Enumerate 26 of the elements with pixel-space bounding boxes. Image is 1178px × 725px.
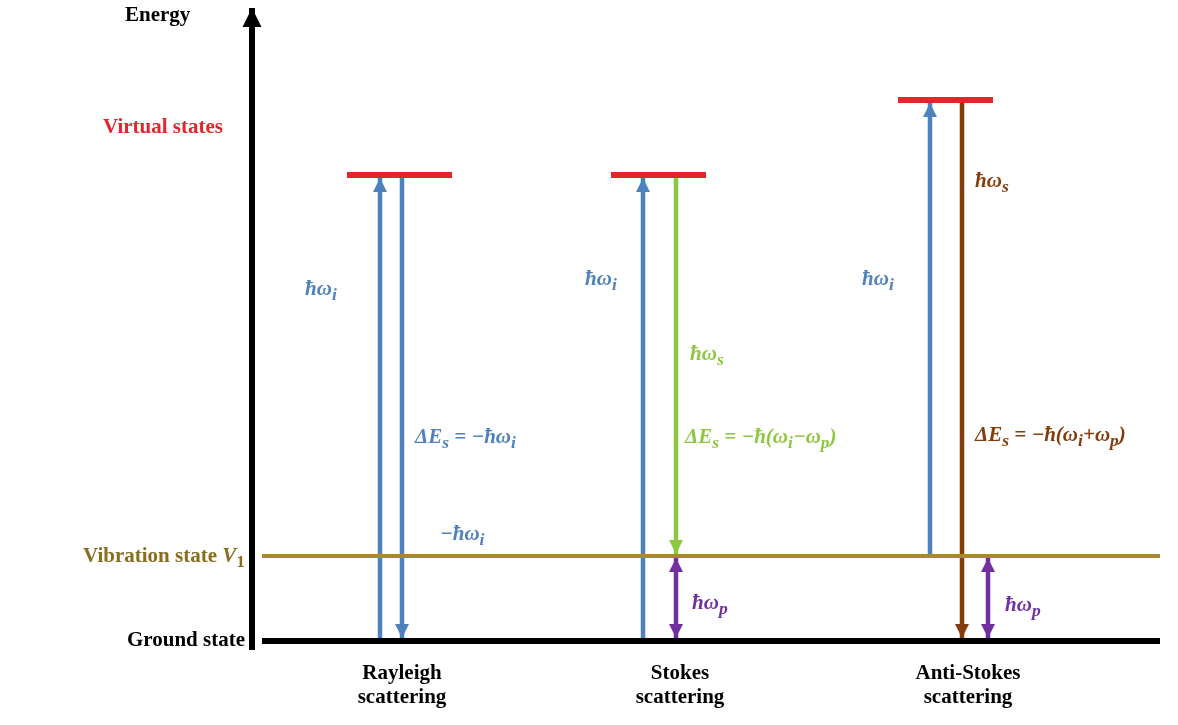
arrow bbox=[372, 178, 388, 638]
arrow bbox=[668, 178, 684, 554]
arrow bbox=[635, 178, 651, 638]
caption-text: Rayleigh scattering bbox=[356, 660, 448, 709]
edge-label: ħω$_{i}$ bbox=[305, 276, 337, 305]
caption-text: Anti-Stokes scattering bbox=[914, 660, 1022, 709]
edge-label: ħω$_{i}$ bbox=[585, 266, 617, 295]
arrow bbox=[980, 558, 996, 638]
arrow bbox=[922, 103, 938, 554]
caption-text: Stokes scattering bbox=[634, 660, 726, 709]
formula-label: ΔE$_{s}$ = −ħ(ω$_{i}$+ω$_{p}$) bbox=[975, 422, 1126, 451]
edge-label: ħω$_{s}$ bbox=[975, 168, 1009, 197]
arrow bbox=[394, 178, 410, 638]
arrow bbox=[668, 558, 684, 638]
arrow bbox=[954, 103, 970, 638]
formula-label: ΔE$_{s}$ = −ħ(ω$_{i}$−ω$_{p}$) bbox=[685, 424, 837, 453]
level-label: Ground state bbox=[126, 627, 245, 652]
level-label: Virtual states bbox=[103, 114, 223, 139]
edge-label: ħω$_{p}$ bbox=[692, 590, 728, 619]
formula-label: −ħω$_{i}$ bbox=[440, 521, 485, 550]
edge-label: ħω$_{i}$ bbox=[862, 266, 894, 295]
edge-label: ħω$_{p}$ bbox=[1005, 592, 1041, 621]
level-label: Vibration state V$_{1}$ bbox=[83, 543, 245, 572]
axis-label: Energy bbox=[125, 2, 191, 27]
edge-label: ΔE$_{s}$ = −ħω$_{i}$ bbox=[415, 424, 516, 453]
edge-label: ħω$_{s}$ bbox=[690, 341, 724, 370]
